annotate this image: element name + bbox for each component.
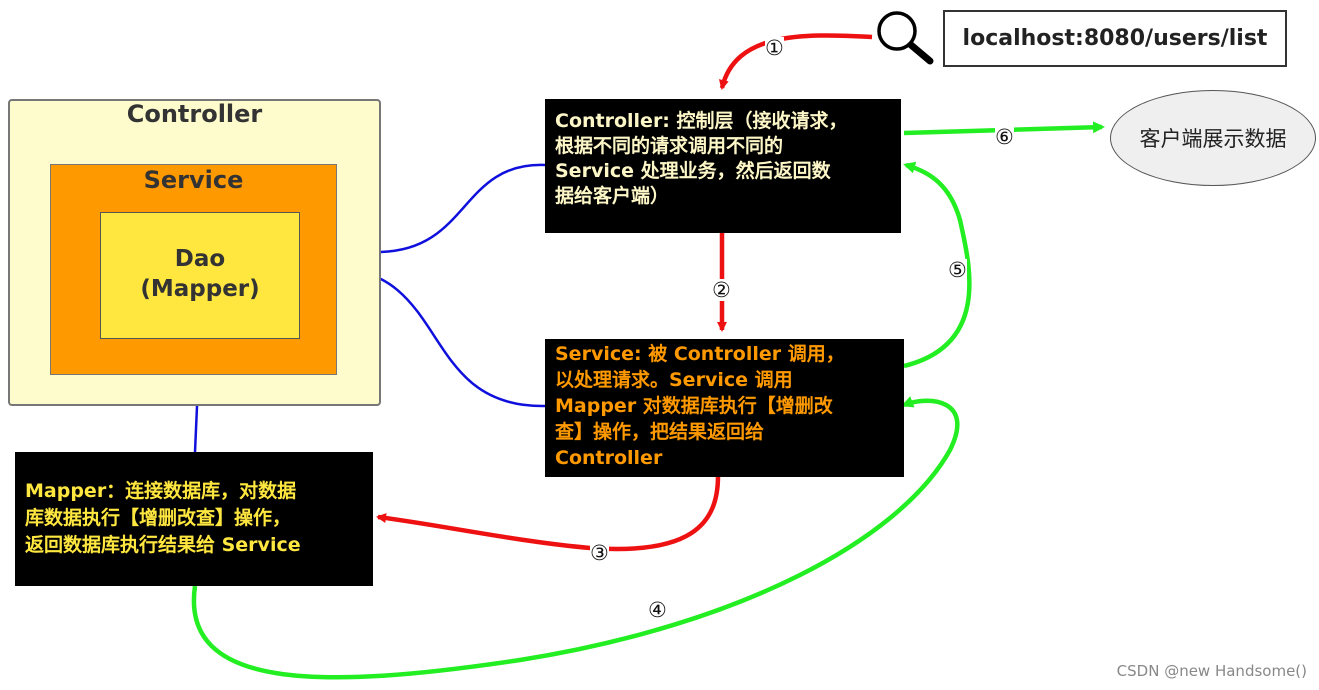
service-layer-label: Service (143, 166, 244, 194)
controller-layer-label: Controller (126, 100, 263, 128)
step-label-2: ② (712, 278, 731, 302)
service-panel-line-2: 以处理请求。Service 调用 (555, 369, 793, 391)
mapper-panel-line-3: 返回数据库执行结果给 Service (25, 534, 301, 556)
mapper-panel: Mapper：连接数据库，对数据 库数据执行【增删改查】操作， 返回数据库执行结… (15, 452, 373, 586)
link-controller-layer-to-controller-panel (379, 163, 546, 254)
controller-panel-line-2: 根据不同的请求调用不同的 (555, 135, 784, 157)
dao-layer-box (100, 212, 300, 339)
mapper-panel-line-2: 库数据执行【增删改查】操作， (25, 507, 292, 529)
step-label-5: ⑤ (948, 258, 967, 282)
service-panel-line-3: Mapper 对数据库执行【增删改 (555, 395, 833, 417)
step-label-4: ④ (648, 598, 667, 622)
controller-panel-line-1: Controller: 控制层（接收请求， (555, 110, 848, 132)
controller-panel: Controller: 控制层（接收请求， 根据不同的请求调用不同的 Servi… (545, 99, 901, 233)
arrow-step-1 (718, 33, 873, 90)
step-label-1: ① (765, 36, 784, 60)
controller-panel-line-4: 据给客户端） (555, 185, 670, 207)
client-display-node: 客户端展示数据 (1110, 90, 1316, 186)
mapper-panel-line-1: Mapper：连接数据库，对数据 (25, 480, 297, 502)
request-url-box: localhost:8080/users/list (943, 10, 1287, 67)
watermark: CSDN @new Handsome() (1116, 662, 1307, 680)
controller-panel-line-3: Service 处理业务，然后返回数 (555, 160, 831, 182)
step-label-3: ③ (590, 541, 609, 565)
step-label-6: ⑥ (995, 125, 1014, 149)
arrow-step-3 (376, 475, 721, 552)
arrow-step-4 (191, 396, 960, 680)
service-panel-line-4: 查】操作，把结果返回给 (555, 421, 765, 443)
dao-label-line-2: (Mapper) (140, 276, 260, 302)
service-panel-line-1: Service: 被 Controller 调用， (555, 343, 845, 365)
dao-layer-label: Dao (Mapper) (100, 244, 300, 304)
service-panel: Service: 被 Controller 调用， 以处理请求。Service … (545, 339, 904, 477)
service-panel-line-5: Controller (555, 447, 663, 469)
magnifier-icon (877, 11, 934, 65)
arrow-step-5 (903, 161, 972, 369)
dao-label-line-1: Dao (174, 246, 226, 272)
